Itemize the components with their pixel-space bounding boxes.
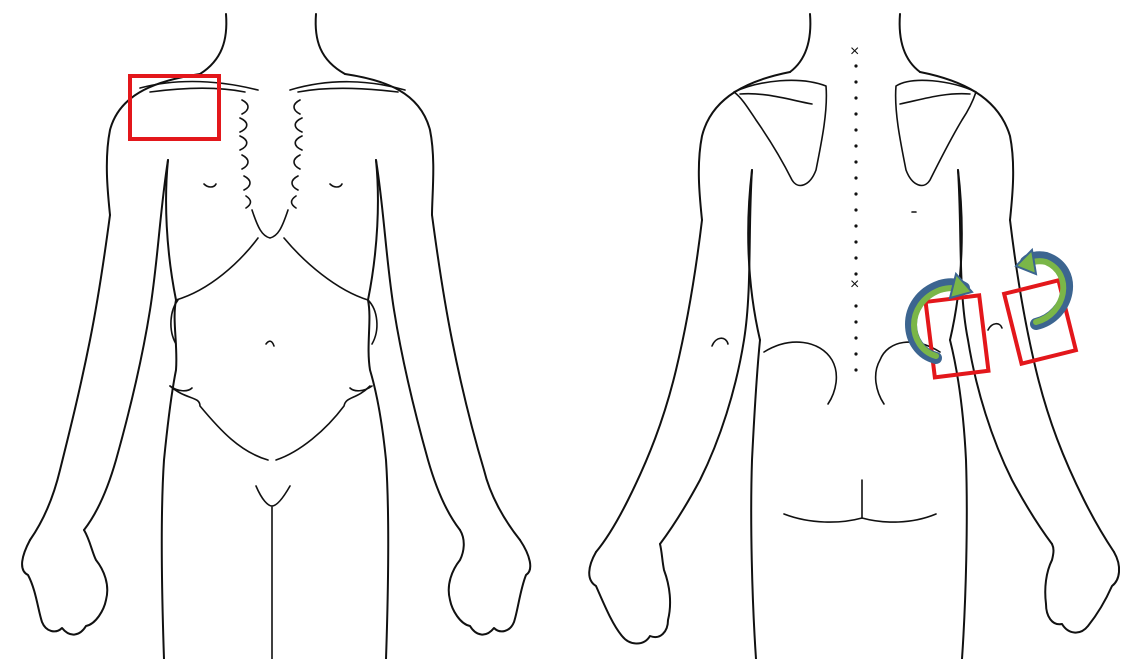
anterior-body-figure <box>22 14 530 659</box>
back-hip-left <box>751 340 760 659</box>
back-hip-right <box>950 340 967 659</box>
front-rib-marks-left <box>240 100 251 208</box>
spine-mark-upper: × <box>850 43 859 60</box>
back-neck-left <box>790 14 810 72</box>
back-scapula-right-spine <box>900 94 970 104</box>
spine-dot <box>854 144 857 147</box>
back-arm-left-outer <box>596 220 702 552</box>
spine-mark-lower: × <box>850 276 859 293</box>
front-arm-right-inner <box>376 160 460 530</box>
front-clavicle-left-lower <box>150 88 245 92</box>
front-hand-right <box>449 530 531 635</box>
front-navel <box>266 341 274 346</box>
back-hand-left <box>589 544 670 644</box>
front-waist-right <box>368 300 388 659</box>
back-scapula-left <box>734 80 826 185</box>
front-arm-left-inner <box>84 160 168 530</box>
front-ribcage-left <box>176 238 258 300</box>
spine-dot <box>854 368 857 371</box>
spine-dot <box>854 112 857 115</box>
spine-dot <box>854 176 857 179</box>
front-nipple-left <box>204 184 216 187</box>
back-scapula-left-spine <box>740 94 812 104</box>
spine-dot <box>854 336 857 339</box>
spine-dot <box>854 224 857 227</box>
rotation-arrow-medial <box>911 274 972 358</box>
front-groin <box>256 486 290 659</box>
front-arm-right-outer <box>432 215 520 540</box>
front-pelvis-left <box>170 386 268 460</box>
spine-dot <box>854 304 857 307</box>
front-neck-left <box>200 14 226 74</box>
spine-dot <box>854 128 857 131</box>
spine-dot <box>854 240 857 243</box>
back-elbow-left <box>712 338 728 346</box>
front-ribcage-right <box>284 238 368 300</box>
spine-dot <box>854 208 857 211</box>
front-rib-marks-right <box>292 100 303 208</box>
back-neck-right <box>900 14 920 72</box>
front-hand-left <box>22 530 107 635</box>
back-iliac-left <box>764 342 836 404</box>
front-shoulder-left <box>107 74 200 215</box>
spine-dot <box>854 80 857 83</box>
front-nipple-right <box>330 184 342 187</box>
spine-dot <box>854 96 857 99</box>
spine-dot <box>854 352 857 355</box>
spine-dot <box>854 320 857 323</box>
front-arm-left-outer <box>30 215 110 540</box>
posterior-body-figure <box>589 14 1119 659</box>
back-gluteal-fold <box>784 514 936 522</box>
back-arm-left-inner <box>660 170 752 544</box>
spine-dot <box>854 64 857 67</box>
front-pelvis-right <box>276 386 370 460</box>
back-hand-right <box>1045 544 1119 633</box>
back-arm-right-inner <box>958 170 1052 544</box>
spine-dot <box>854 192 857 195</box>
front-torso-left <box>166 160 176 300</box>
anterior-infraclavicular-marker <box>130 76 219 139</box>
front-shoulder-right <box>345 74 433 215</box>
front-xiphoid <box>252 210 288 238</box>
front-waist-left <box>162 300 177 659</box>
spine-dotted-line <box>854 64 857 371</box>
spine-dot <box>854 160 857 163</box>
spine-dot <box>854 256 857 259</box>
front-clavicle-right-lower <box>298 88 398 92</box>
front-neck-right <box>316 14 345 74</box>
front-torso-right <box>368 160 378 300</box>
back-elbow-right <box>988 324 1002 330</box>
